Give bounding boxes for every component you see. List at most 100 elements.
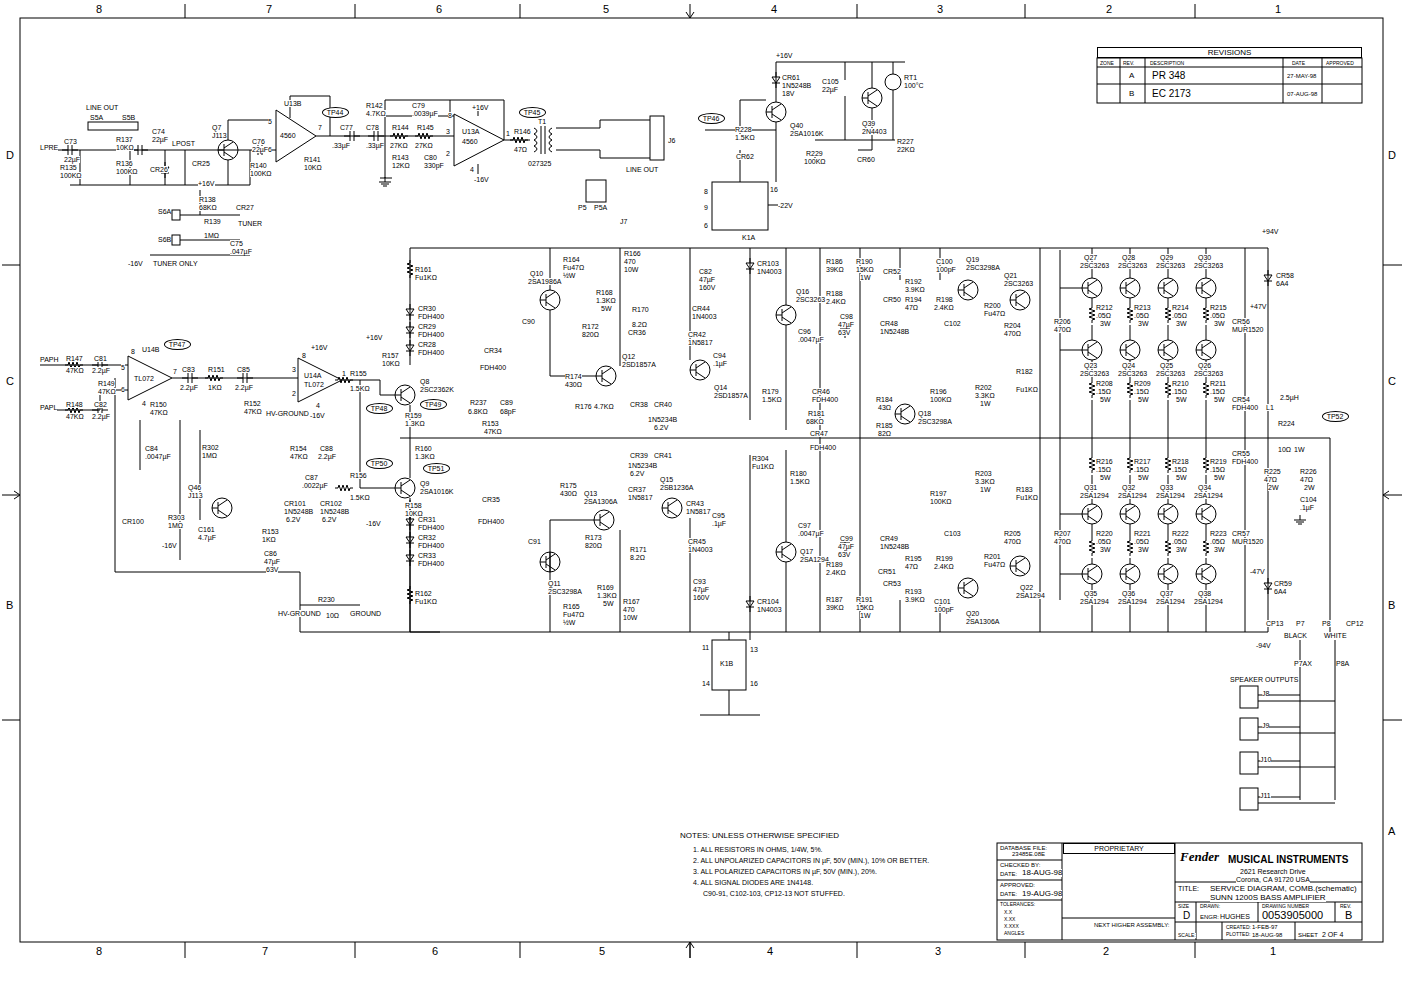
header-box: PROPRIETARY xyxy=(1063,843,1175,854)
schematic-label: CR58 xyxy=(1276,272,1294,279)
schematic-label: CR49 xyxy=(880,535,898,542)
schematic-label: Q29 xyxy=(1160,254,1173,261)
schematic-label: -16V xyxy=(128,260,143,267)
schematic-label: 2SA1016K xyxy=(790,130,823,137)
schematic-label: R187 xyxy=(826,596,843,603)
schematic-label: 47µF xyxy=(838,321,854,328)
schematic-label: 2SA1306A xyxy=(966,618,999,625)
schematic-label: SPEAKER OUTPUTS xyxy=(1230,676,1298,683)
schematic-label: 10W xyxy=(623,614,637,621)
schematic-label: -16V xyxy=(474,176,489,183)
schematic-label: 07-AUG-98 xyxy=(1287,91,1317,97)
schematic-label: R157 xyxy=(382,352,399,359)
schematic-label: 23485E.08E xyxy=(1012,851,1045,857)
schematic-label: 47µF xyxy=(693,586,709,593)
schematic-label: 027325 xyxy=(528,160,551,167)
schematic-label: R160 xyxy=(415,445,432,452)
schematic-label: .33µF xyxy=(366,142,384,149)
schematic-label: 5W xyxy=(1100,396,1111,403)
schematic-label: 470 xyxy=(624,258,636,265)
test-point: TP51 xyxy=(423,463,450,474)
schematic-label: HV-GROUND xyxy=(278,610,321,617)
schematic-label: 2SC3263 xyxy=(1156,262,1185,269)
schematic-label: LPRE xyxy=(40,144,58,151)
schematic-label: C97 xyxy=(798,522,811,529)
schematic-label: CR51 xyxy=(878,568,896,575)
schematic-label: 11 xyxy=(702,644,709,651)
schematic-label: DRAWING NUMBER xyxy=(1262,904,1309,909)
schematic-label: 3W xyxy=(1176,320,1187,327)
schematic-label: J113 xyxy=(188,492,203,499)
schematic-label: Corona, CA 91720 USA xyxy=(1236,876,1310,883)
schematic-label: R159 xyxy=(405,412,422,419)
schematic-label: 68KΩ xyxy=(199,204,217,211)
schematic-label: .33µF xyxy=(332,142,350,149)
schematic-label: 2 xyxy=(292,390,296,397)
schematic-label: .15Ω xyxy=(1172,388,1187,395)
schematic-label: FDH400 xyxy=(812,396,838,403)
schematic-label: 4560 xyxy=(462,138,478,145)
schematic-label: 3.9KΩ xyxy=(905,286,925,293)
schematic-label: Q15 xyxy=(660,476,673,483)
schematic-label: CR30 xyxy=(418,305,436,312)
schematic-label: C90-91, C102-103, CP12-13 NOT STUFFED. xyxy=(703,890,845,897)
schematic-label: C93 xyxy=(693,578,706,585)
schematic-label: C88 xyxy=(320,445,333,452)
schematic-label: 68pF xyxy=(500,408,516,415)
schematic-label: 6.8KΩ xyxy=(468,408,488,415)
schematic-label: CR62 xyxy=(736,153,754,160)
schematic-label: R198 xyxy=(936,296,953,303)
schematic-label: 100KΩ xyxy=(250,170,272,177)
schematic-label: CR26 xyxy=(150,166,168,173)
schematic-label: CR102 xyxy=(320,500,342,507)
schematic-label: 2SC3298A xyxy=(918,418,952,425)
schematic-label: 2SC3263 xyxy=(1004,280,1033,287)
schematic-label: 6 xyxy=(121,386,125,393)
schematic-label: U14B xyxy=(142,346,160,353)
schematic-label: FDH400 xyxy=(418,524,444,531)
schematic-label: R225 xyxy=(1264,468,1281,475)
schematic-label: .05Ω xyxy=(1210,538,1225,545)
schematic-label: 3W xyxy=(1138,546,1149,553)
schematic-label: 1N5817 xyxy=(688,339,713,346)
schematic-label: R200 xyxy=(984,302,1001,309)
schematic-label: K1B xyxy=(720,660,733,667)
schematic-label: 8 xyxy=(96,946,102,957)
schematic-label: 1 xyxy=(1275,4,1281,15)
schematic-label: CR45 xyxy=(688,538,706,545)
schematic-label: 2SD1857A xyxy=(714,392,748,399)
schematic-label: C80 xyxy=(424,154,437,161)
schematic-label: -47V xyxy=(1250,568,1265,575)
test-point: TP45 xyxy=(519,107,546,118)
schematic-label: CR32 xyxy=(418,534,436,541)
schematic-label: 100KΩ xyxy=(60,172,82,179)
schematic-label: R181 xyxy=(808,410,825,417)
schematic-label: P5A xyxy=(594,204,607,211)
schematic-label: MUR1520 xyxy=(1232,326,1264,333)
schematic-label: FDH400 xyxy=(418,349,444,356)
schematic-label: 1N5248B xyxy=(880,328,909,335)
schematic-label: .0047µF xyxy=(798,530,824,537)
schematic-label: CR104 xyxy=(757,598,779,605)
schematic-label: BLACK xyxy=(1284,632,1307,639)
schematic-label: Q46 xyxy=(188,484,201,491)
schematic-label: 2SA1294 xyxy=(1118,598,1147,605)
schematic-label: 1N5248B xyxy=(880,543,909,550)
schematic-label: .15Ω xyxy=(1134,388,1149,395)
schematic-label: 2SC3298A xyxy=(966,264,1000,271)
schematic-label: 1N4003 xyxy=(688,546,713,553)
schematic-label: 2SA1294 xyxy=(1194,492,1223,499)
schematic-label: 1N5248B xyxy=(320,508,349,515)
schematic-label: 2SA1294 xyxy=(800,556,829,563)
schematic-label: CR28 xyxy=(418,341,436,348)
schematic-label: 2W xyxy=(1304,484,1315,491)
schematic-label: Q24 xyxy=(1122,362,1135,369)
schematic-label: R197 xyxy=(930,490,947,497)
schematic-label: B xyxy=(1388,600,1395,611)
schematic-label: R230 xyxy=(318,596,335,603)
schematic-label: R171 xyxy=(630,546,647,553)
schematic-label: 1.3KΩ xyxy=(415,453,435,460)
schematic-label: 2.2µF xyxy=(180,384,198,391)
schematic-label: R164 xyxy=(563,256,580,263)
schematic-label: A xyxy=(1129,72,1134,80)
